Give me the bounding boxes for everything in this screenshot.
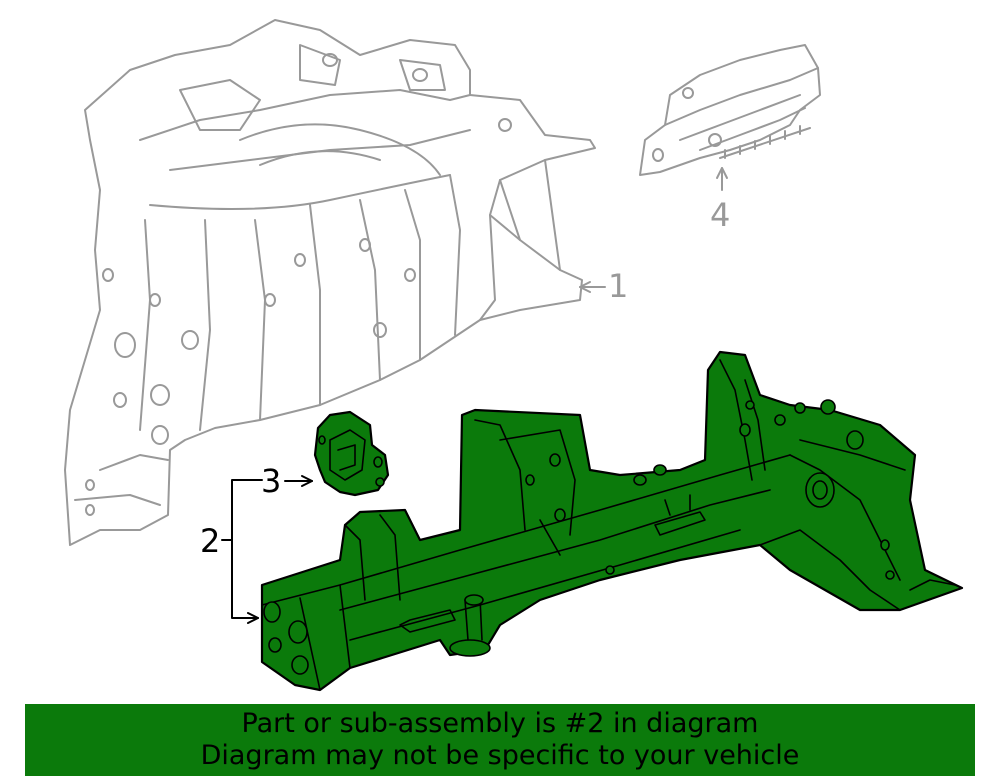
callout-3: 3 — [261, 462, 281, 500]
rail-extension-part-4 — [639, 44, 821, 191]
callout-4: 4 — [710, 196, 730, 234]
banner-line-1: Part or sub-assembly is #2 in diagram — [241, 708, 759, 739]
callout-2-bracket — [221, 479, 263, 624]
apron-assembly-part-1 — [64, 19, 606, 546]
callout-1: 1 — [608, 267, 628, 305]
bracket-part-3 — [313, 410, 390, 497]
part-info-banner: Part or sub-assembly is #2 in diagram Di… — [25, 704, 975, 776]
frame-assembly-part-2 — [260, 350, 964, 692]
callout-2: 2 — [200, 522, 220, 560]
banner-line-2: Diagram may not be specific to your vehi… — [200, 740, 800, 771]
